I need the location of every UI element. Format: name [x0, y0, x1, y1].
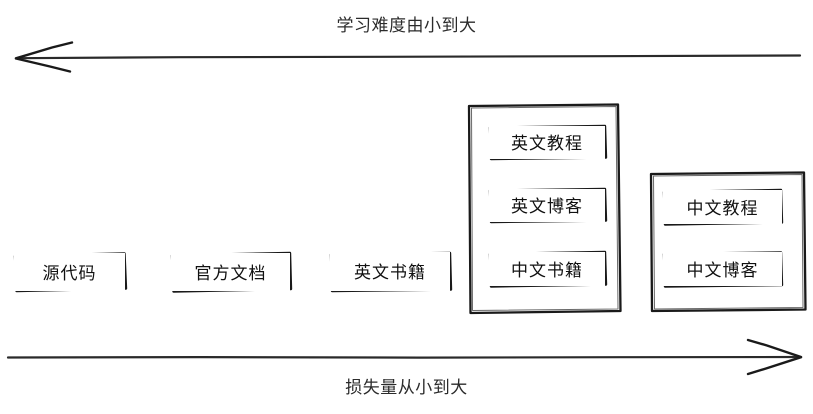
node-english-books-label: 英文书籍	[354, 263, 426, 282]
node-chinese-books[interactable]: 中文书籍	[489, 252, 605, 286]
node-source-code-label: 源代码	[42, 263, 97, 283]
node-english-blog-label: 英文博客	[511, 197, 583, 216]
node-chinese-books-label: 中文书籍	[511, 260, 583, 280]
top-axis-label: 学习难度由小到大	[336, 16, 477, 35]
node-chinese-tutorial[interactable]: 中文教程	[663, 190, 782, 224]
node-english-tutorial[interactable]: 英文教程	[489, 126, 605, 159]
arrow-right-icon	[6, 338, 803, 376]
node-english-tutorial-label: 英文教程	[511, 134, 583, 153]
node-source-code[interactable]: 源代码	[14, 253, 125, 291]
bottom-axis-label: 损失量从小到大	[345, 378, 468, 397]
node-english-books[interactable]: 英文书籍	[330, 252, 450, 291]
node-english-blog[interactable]: 英文博客	[489, 189, 605, 222]
node-chinese-blog-label: 中文博客	[686, 260, 759, 280]
node-official-docs-label: 官方文档	[194, 263, 267, 283]
node-chinese-tutorial-label: 中文教程	[686, 198, 759, 218]
arrow-left-icon	[14, 41, 802, 73]
node-official-docs[interactable]: 官方文档	[171, 253, 290, 291]
node-chinese-blog[interactable]: 中文博客	[663, 252, 782, 286]
